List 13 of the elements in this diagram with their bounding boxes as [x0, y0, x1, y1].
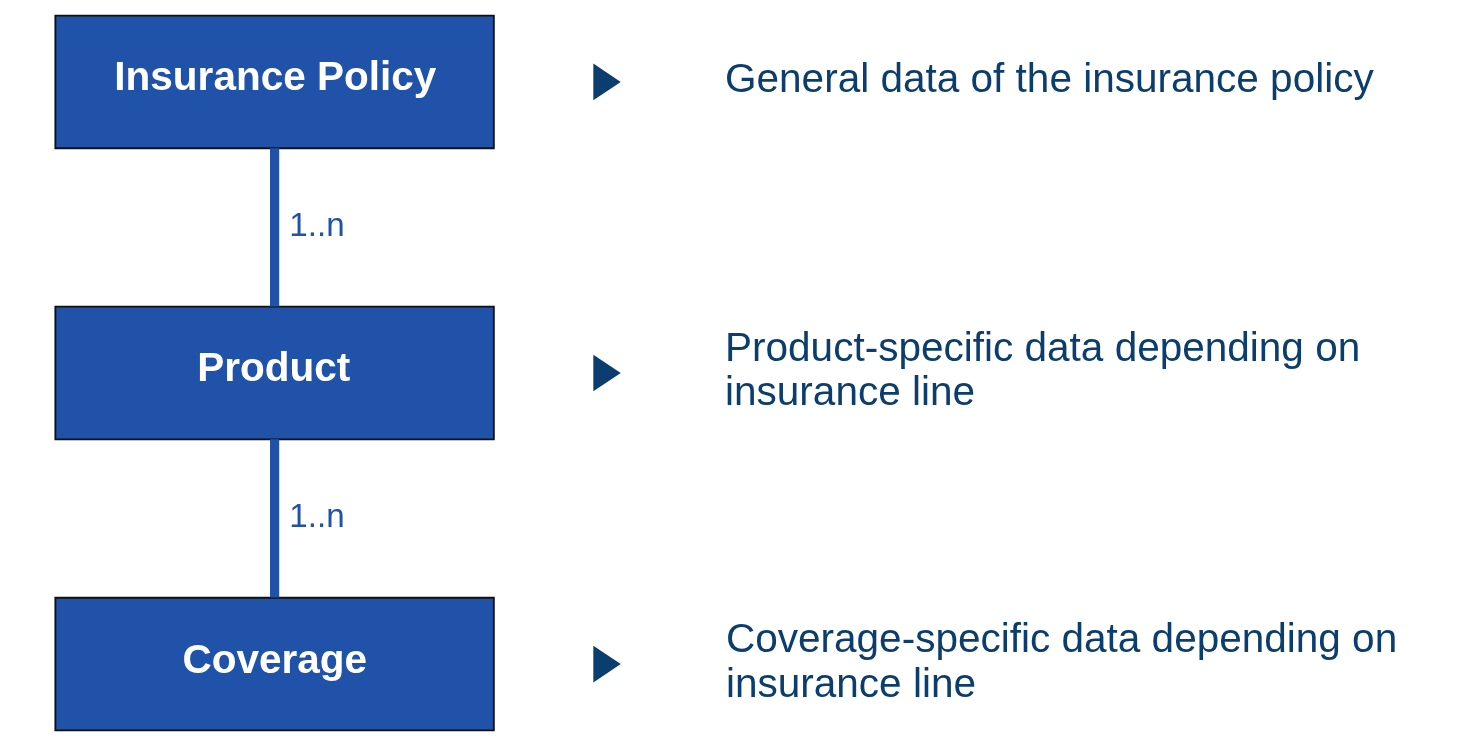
label: General data of the insurance policy [725, 55, 1374, 102]
node-box: Coverage [54, 596, 495, 732]
node-box: Insurance Policy [54, 14, 495, 150]
connector [270, 439, 280, 598]
edge-label: 1..n [289, 205, 345, 243]
node-triangle [593, 354, 621, 392]
connector [270, 148, 280, 307]
label: Product-specific data depending on insurance line [725, 324, 1361, 415]
edge-label: 1..n [289, 496, 345, 534]
label: Coverage-specific data depending on insurance line [725, 615, 1398, 706]
node-box: Product [54, 305, 495, 441]
node-triangle [593, 645, 621, 683]
node-triangle [593, 63, 621, 101]
